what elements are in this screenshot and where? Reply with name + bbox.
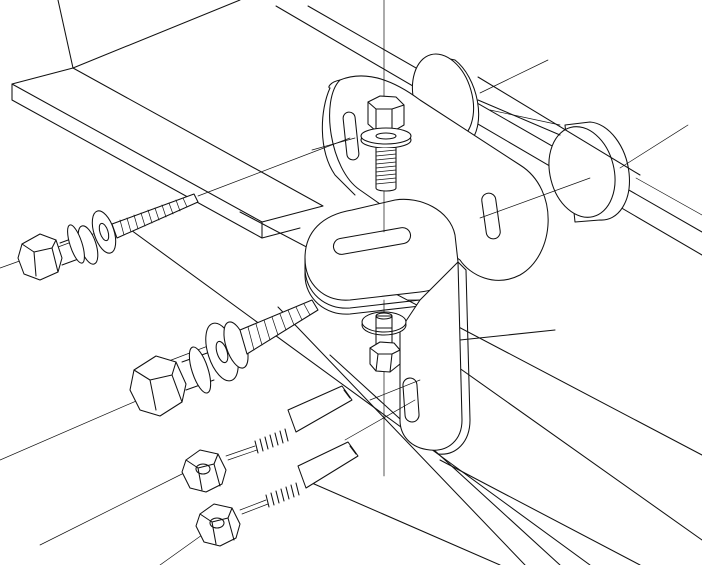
- lag-screw-lower: [129, 299, 319, 417]
- l-bracket: [304, 198, 471, 455]
- lag-thread-upper: [119, 197, 188, 236]
- anchor-bolt-lower: [195, 441, 359, 547]
- wall-post: [57, 0, 702, 256]
- carriage-bolt-nut: [361, 311, 407, 373]
- lag-thread-lower: [247, 303, 311, 351]
- anchor-spring-lower: [265, 482, 300, 508]
- anchor-spring-upper: [254, 428, 289, 454]
- hex-bolt-plate: [360, 95, 412, 192]
- round-pad-lower: [477, 76, 689, 223]
- anchor-bolt-upper: [181, 385, 353, 493]
- lag-screw-upper: [17, 193, 199, 281]
- bolt-thread: [375, 149, 397, 185]
